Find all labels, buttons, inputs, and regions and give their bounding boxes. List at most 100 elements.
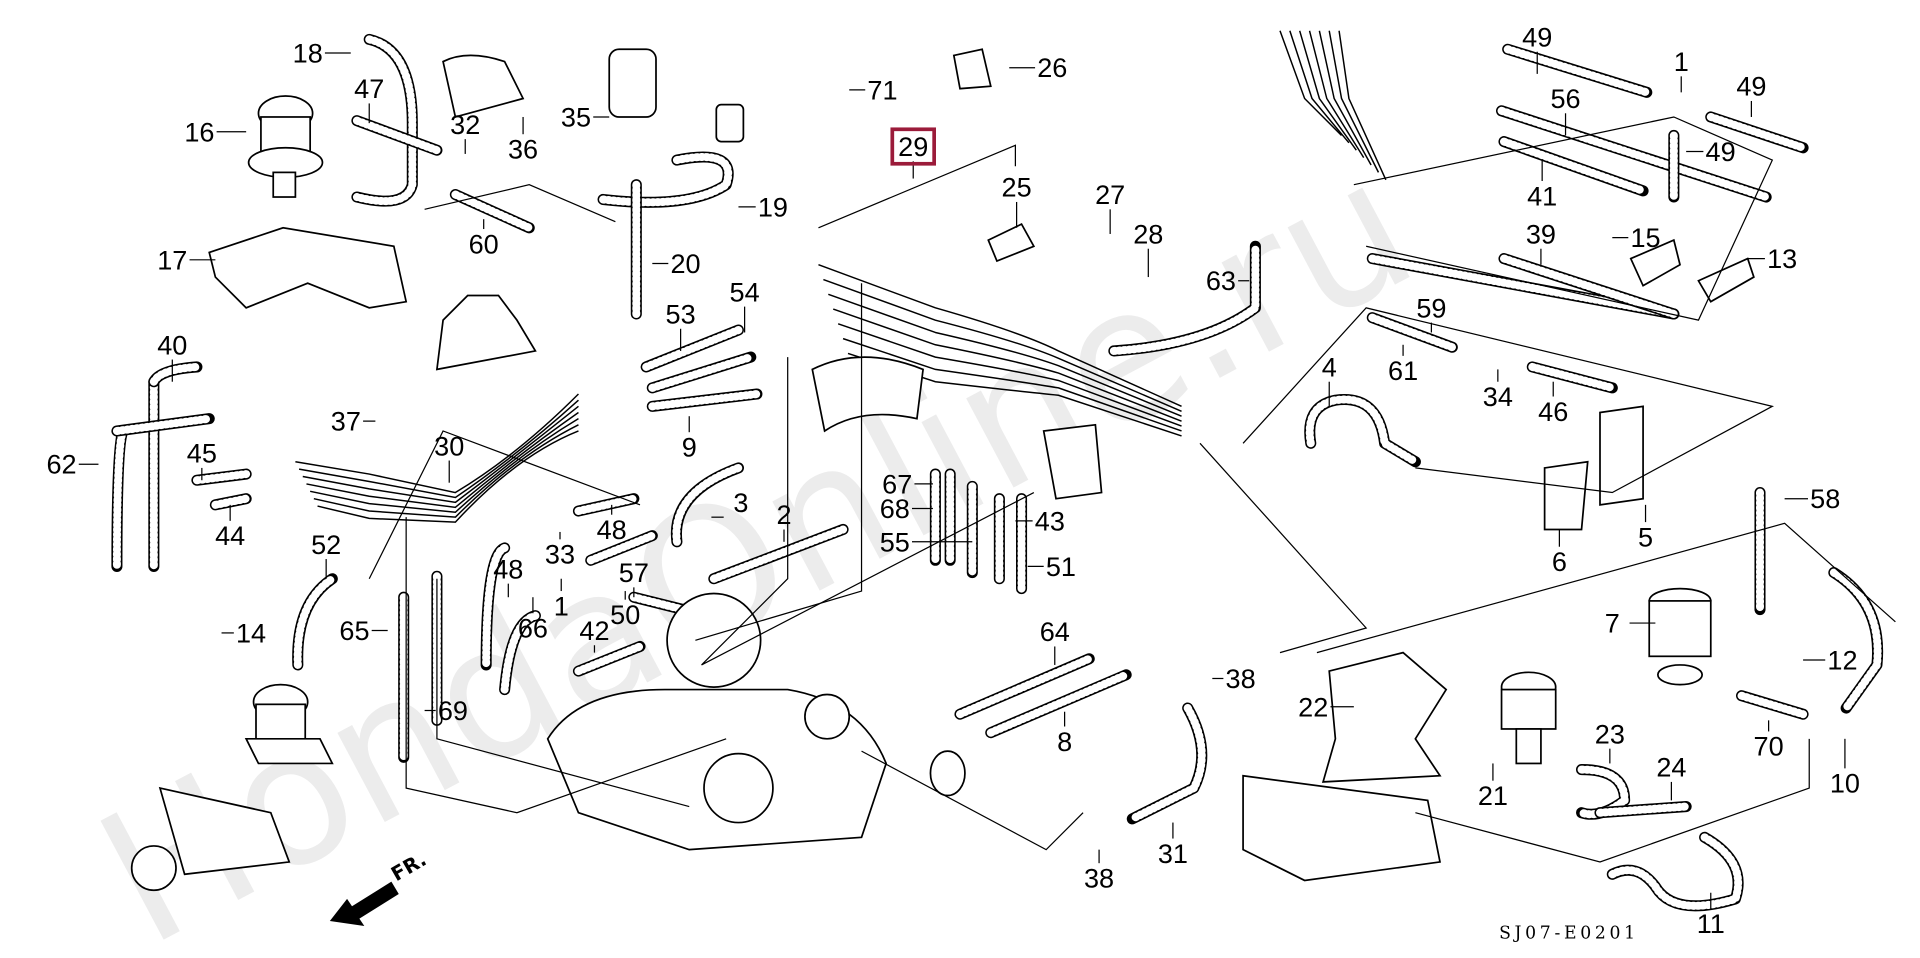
callout-1[interactable]: 1 bbox=[1674, 46, 1689, 77]
callout-13[interactable]: 13 bbox=[1767, 243, 1797, 274]
callout-44[interactable]: 44 bbox=[215, 520, 245, 551]
part-drawings bbox=[111, 30, 1884, 912]
callout-56[interactable]: 56 bbox=[1550, 83, 1580, 114]
tube-harness-line bbox=[317, 430, 579, 523]
callout-38[interactable]: 38 bbox=[1226, 663, 1256, 694]
callout-64[interactable]: 64 bbox=[1040, 616, 1070, 647]
callout-41[interactable]: 41 bbox=[1527, 180, 1557, 211]
component-shape-27 bbox=[1321, 651, 1448, 783]
callout-16[interactable]: 16 bbox=[184, 116, 214, 147]
callout-50[interactable]: 50 bbox=[610, 599, 640, 630]
callout-49[interactable]: 49 bbox=[1522, 21, 1552, 52]
callout-54[interactable]: 54 bbox=[730, 276, 760, 307]
callout-15[interactable]: 15 bbox=[1630, 222, 1660, 253]
callout-71[interactable]: 71 bbox=[867, 74, 897, 105]
callout-52[interactable]: 52 bbox=[311, 529, 341, 560]
callout-27[interactable]: 27 bbox=[1095, 179, 1125, 210]
callout-63[interactable]: 63 bbox=[1206, 265, 1236, 296]
callout-62[interactable]: 62 bbox=[46, 449, 76, 480]
callout-18[interactable]: 18 bbox=[293, 37, 323, 68]
callout-48[interactable]: 48 bbox=[493, 553, 523, 584]
callout-66[interactable]: 66 bbox=[518, 612, 548, 643]
callout-57[interactable]: 57 bbox=[619, 557, 649, 588]
component-shape-17 bbox=[255, 703, 307, 743]
group-bracket-2 bbox=[1353, 116, 1774, 321]
callout-20[interactable]: 20 bbox=[670, 248, 700, 279]
callout-49[interactable]: 49 bbox=[1706, 136, 1736, 167]
callout-32[interactable]: 32 bbox=[450, 109, 480, 140]
group-bracket-3 bbox=[1242, 307, 1775, 494]
callout-39[interactable]: 39 bbox=[1526, 218, 1556, 249]
callout-67[interactable]: 67 bbox=[882, 468, 912, 499]
callout-60[interactable]: 60 bbox=[469, 228, 499, 259]
hose-fill-43 bbox=[1528, 362, 1617, 392]
callout-17[interactable]: 17 bbox=[157, 244, 187, 275]
callout-7[interactable]: 7 bbox=[1605, 608, 1620, 639]
callout-6[interactable]: 6 bbox=[1552, 546, 1567, 577]
component-shape-29 bbox=[1599, 405, 1644, 506]
callout-11[interactable]: 11 bbox=[1697, 908, 1725, 939]
callout-45[interactable]: 45 bbox=[187, 438, 217, 469]
component-shape-5 bbox=[715, 103, 745, 143]
callout-10[interactable]: 10 bbox=[1830, 768, 1860, 799]
callout-51[interactable]: 51 bbox=[1046, 551, 1076, 582]
callout-53[interactable]: 53 bbox=[666, 298, 696, 329]
callout-43[interactable]: 43 bbox=[1035, 505, 1065, 536]
group-bracket-10 bbox=[368, 430, 641, 580]
callout-61[interactable]: 61 bbox=[1388, 355, 1418, 386]
hose-fill-38 bbox=[1500, 137, 1648, 195]
callout-48[interactable]: 48 bbox=[597, 514, 627, 545]
callout-42[interactable]: 42 bbox=[579, 615, 609, 646]
group-bracket-12 bbox=[1415, 738, 1810, 863]
callout-8[interactable]: 8 bbox=[1057, 726, 1072, 757]
callout-68[interactable]: 68 bbox=[880, 493, 910, 524]
callout-34[interactable]: 34 bbox=[1483, 381, 1513, 412]
callout-28[interactable]: 28 bbox=[1133, 218, 1163, 249]
callout-26[interactable]: 26 bbox=[1037, 52, 1067, 83]
tube-upper-right-line bbox=[1289, 30, 1350, 144]
callout-36[interactable]: 36 bbox=[508, 133, 538, 164]
callout-2[interactable]: 2 bbox=[776, 499, 791, 530]
callout-70[interactable]: 70 bbox=[1754, 731, 1784, 762]
callout-24[interactable]: 24 bbox=[1656, 752, 1686, 783]
callout-37[interactable]: 37 bbox=[331, 406, 361, 437]
hose-fill-22 bbox=[293, 574, 337, 669]
callout-49[interactable]: 49 bbox=[1736, 71, 1766, 102]
tube-harness-line bbox=[306, 411, 579, 509]
callout-58[interactable]: 58 bbox=[1810, 483, 1840, 514]
callout-19[interactable]: 19 bbox=[758, 191, 788, 222]
group-bracket-8 bbox=[405, 517, 727, 814]
callout-highlight-box bbox=[890, 127, 936, 166]
callout-46[interactable]: 46 bbox=[1538, 396, 1568, 427]
tube-bundle-line bbox=[823, 278, 1182, 412]
callout-35[interactable]: 35 bbox=[561, 101, 591, 132]
callout-14[interactable]: 14 bbox=[236, 617, 266, 648]
callout-30[interactable]: 30 bbox=[434, 430, 464, 461]
callout-29[interactable]: 29 bbox=[898, 131, 928, 162]
callout-33[interactable]: 33 bbox=[545, 539, 575, 570]
callout-59[interactable]: 59 bbox=[1416, 292, 1446, 323]
callout-47[interactable]: 47 bbox=[354, 73, 384, 104]
callout-23[interactable]: 23 bbox=[1595, 718, 1625, 749]
callout-40[interactable]: 40 bbox=[157, 329, 187, 360]
callout-25[interactable]: 25 bbox=[1002, 172, 1032, 203]
callout-22[interactable]: 22 bbox=[1298, 691, 1328, 722]
callout-9[interactable]: 9 bbox=[682, 431, 697, 462]
hose-fill-41 bbox=[1500, 254, 1678, 318]
tube-harness-line bbox=[295, 393, 579, 494]
callout-4[interactable]: 4 bbox=[1322, 351, 1337, 382]
callout-5[interactable]: 5 bbox=[1638, 521, 1653, 552]
callout-69[interactable]: 69 bbox=[438, 695, 468, 726]
callout-55[interactable]: 55 bbox=[880, 526, 910, 557]
component-shape-8 bbox=[442, 54, 525, 119]
callout-65[interactable]: 65 bbox=[339, 615, 369, 646]
callout-1[interactable]: 1 bbox=[554, 590, 569, 621]
callout-3[interactable]: 3 bbox=[733, 487, 748, 518]
callout-12[interactable]: 12 bbox=[1827, 645, 1857, 676]
callout-31[interactable]: 31 bbox=[1158, 838, 1188, 869]
callout-21[interactable]: 21 bbox=[1478, 780, 1508, 811]
hose-fill-35 bbox=[1503, 45, 1651, 97]
callout-38[interactable]: 38 bbox=[1084, 862, 1114, 893]
tube-upper-right-line bbox=[1318, 30, 1372, 166]
